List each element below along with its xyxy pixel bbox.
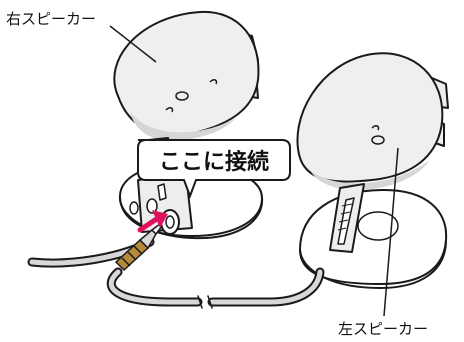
right-speaker-leader xyxy=(109,25,157,63)
left-speaker-label: 左スピーカー xyxy=(338,320,428,338)
right-speaker-label: 右スピーカー xyxy=(6,10,96,28)
connection-arrow xyxy=(137,210,168,233)
callout-text: ここに接続 xyxy=(159,149,269,175)
leader-lines xyxy=(109,25,399,317)
stereo-mini-plug xyxy=(114,223,163,272)
callout-connect-here: ここに接続 xyxy=(137,139,291,199)
audio-cable xyxy=(27,237,325,309)
left-speaker-leader xyxy=(383,147,399,317)
left-speaker xyxy=(296,52,449,289)
